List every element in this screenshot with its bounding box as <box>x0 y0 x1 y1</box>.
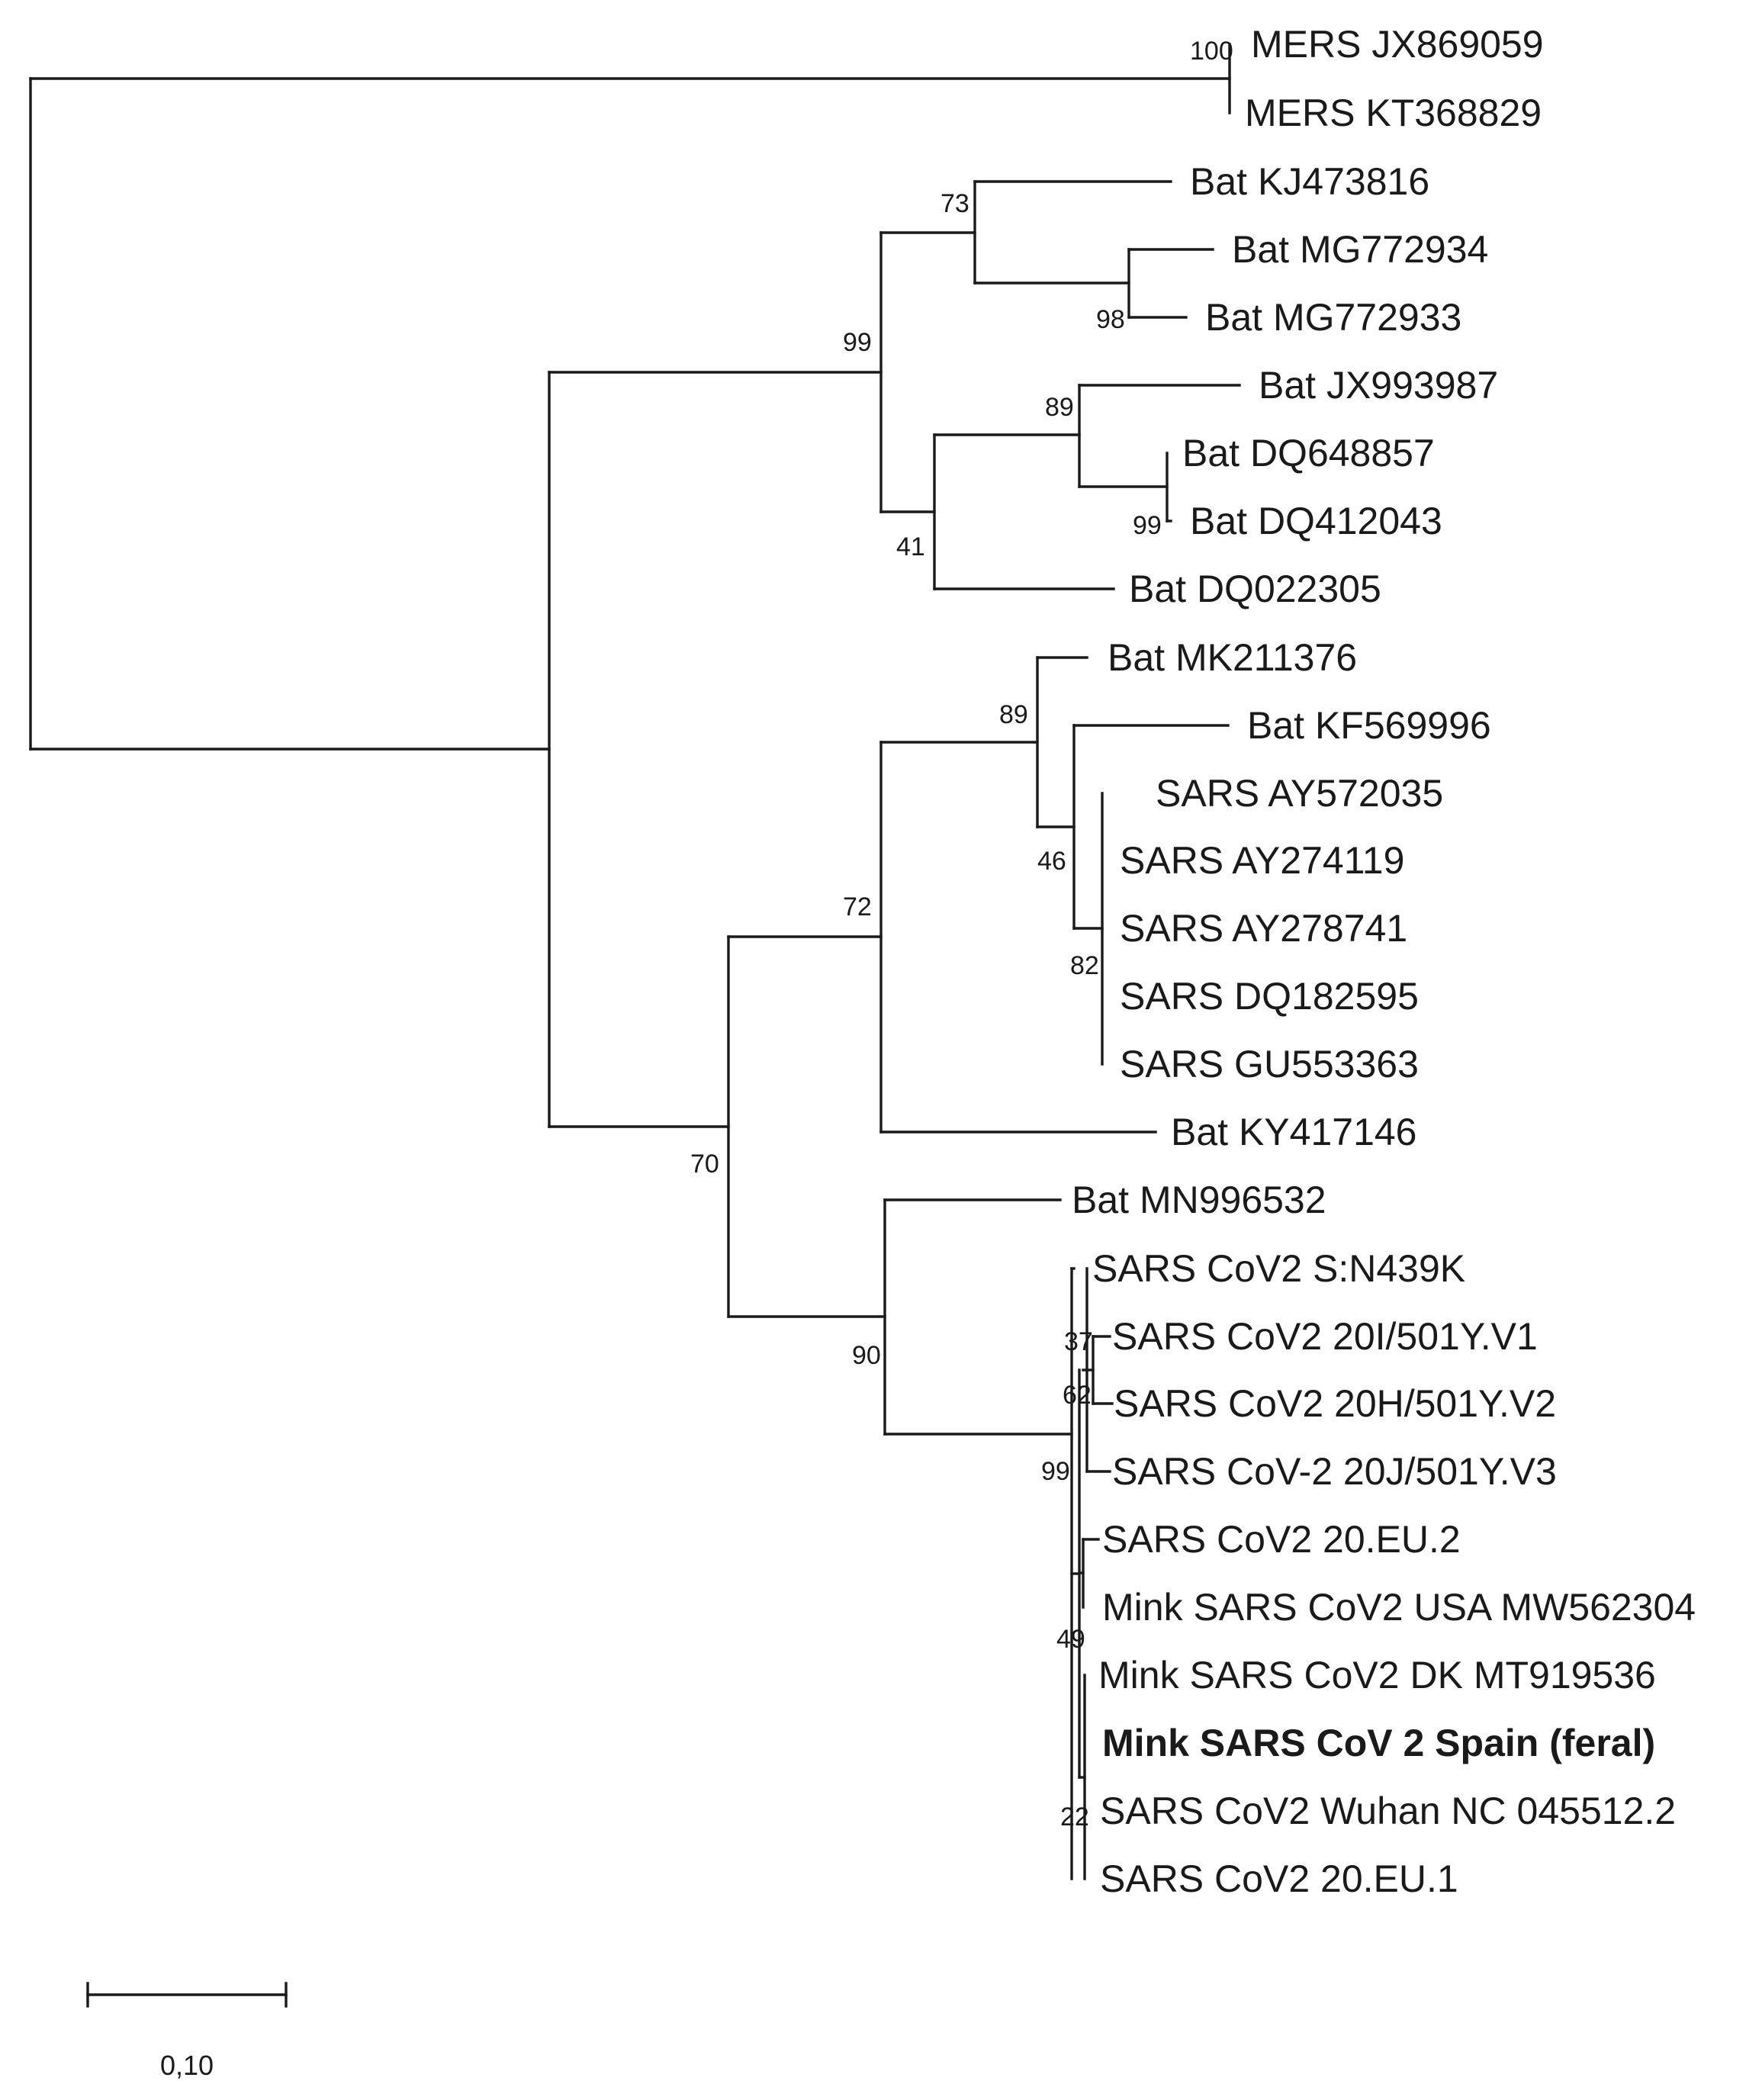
leaf-label-dq182595: SARS DQ182595 <box>1120 975 1419 1018</box>
support-value-bs-70: 70 <box>690 1150 719 1179</box>
support-value-bs-mers: 100 <box>1190 37 1233 66</box>
leaf-label-mers2: MERS KT368829 <box>1245 92 1542 134</box>
leaf-label-gu553363: SARS GU553363 <box>1120 1043 1419 1085</box>
leaf-label-eu1: SARS CoV2 20.EU.1 <box>1100 1857 1458 1900</box>
support-value-bs-72: 72 <box>843 892 872 921</box>
support-value-bs-22: 22 <box>1060 1803 1089 1831</box>
leaf-label-mn996532: Bat MN996532 <box>1072 1179 1326 1221</box>
support-value-bs-99a: 99 <box>843 328 872 357</box>
leaf-label-minkspain: Mink SARS CoV 2 Spain (feral) <box>1102 1722 1655 1764</box>
support-value-bs-82: 82 <box>1070 951 1099 980</box>
leaf-label-minkdk: Mink SARS CoV2 DK MT919536 <box>1098 1654 1656 1696</box>
leaf-label-ay278741: SARS AY278741 <box>1120 907 1407 950</box>
support-value-bs-90: 90 <box>852 1341 881 1370</box>
support-value-bs-99c: 99 <box>1041 1457 1070 1486</box>
leaf-label-v2: SARS CoV2 20H/501Y.V2 <box>1114 1382 1556 1425</box>
leaf-label-kj473816: Bat KJ473816 <box>1190 160 1429 203</box>
leaf-label-dq412043: Bat DQ412043 <box>1190 500 1442 542</box>
support-value-bs-46: 46 <box>1037 847 1066 876</box>
leaf-label-mers1: MERS JX869059 <box>1251 23 1544 66</box>
tree-branches <box>29 43 1241 1880</box>
support-value-bs-73: 73 <box>940 189 969 218</box>
leaf-label-v3: SARS CoV-2 20J/501Y.V3 <box>1112 1450 1557 1493</box>
leaf-label-wuhan: SARS CoV2 Wuhan NC 045512.2 <box>1100 1790 1676 1832</box>
leaf-label-mk211376: Bat MK211376 <box>1108 636 1357 679</box>
leaf-label-minkusa: Mink SARS CoV2 USA MW562304 <box>1102 1586 1696 1629</box>
support-value-bs-89a: 89 <box>1045 393 1074 422</box>
leaf-label-dq022305: Bat DQ022305 <box>1129 568 1381 610</box>
support-value-bs-99b: 99 <box>1133 511 1162 540</box>
support-value-bs-49: 49 <box>1056 1625 1085 1654</box>
support-value-bs-89b: 89 <box>999 700 1028 729</box>
leaf-label-dq648857: Bat DQ648857 <box>1182 432 1435 474</box>
support-value-bs-37: 37 <box>1064 1327 1093 1356</box>
leaf-label-mg772934: Bat MG772934 <box>1232 228 1488 271</box>
leaf-label-ay274119: SARS AY274119 <box>1120 839 1404 882</box>
leaf-label-v1: SARS CoV2 20I/501Y.V1 <box>1112 1315 1538 1358</box>
leaf-label-eu2: SARS CoV2 20.EU.2 <box>1102 1518 1461 1561</box>
leaf-label-ay572035: SARS AY572035 <box>1156 772 1443 815</box>
leaf-label-ky417146: Bat KY417146 <box>1171 1111 1417 1153</box>
support-value-bs-62: 62 <box>1063 1381 1092 1410</box>
support-value-bs-98: 98 <box>1096 305 1125 334</box>
scale-bar: 0,10 <box>86 1982 288 2081</box>
leaf-label-jx993987: Bat JX993987 <box>1259 364 1498 407</box>
scale-bar-label: 0,10 <box>160 2050 214 2081</box>
support-values: 100 73 98 99 89 99 41 89 46 82 72 70 90 37 62 99 49 22 <box>690 37 1233 1831</box>
leaf-label-n439k: SARS CoV2 S:N439K <box>1092 1247 1465 1290</box>
leaf-label-mg772933: Bat MG772933 <box>1205 296 1461 339</box>
support-value-bs-41: 41 <box>896 532 925 561</box>
leaf-label-kf569996: Bat KF569996 <box>1247 704 1491 747</box>
